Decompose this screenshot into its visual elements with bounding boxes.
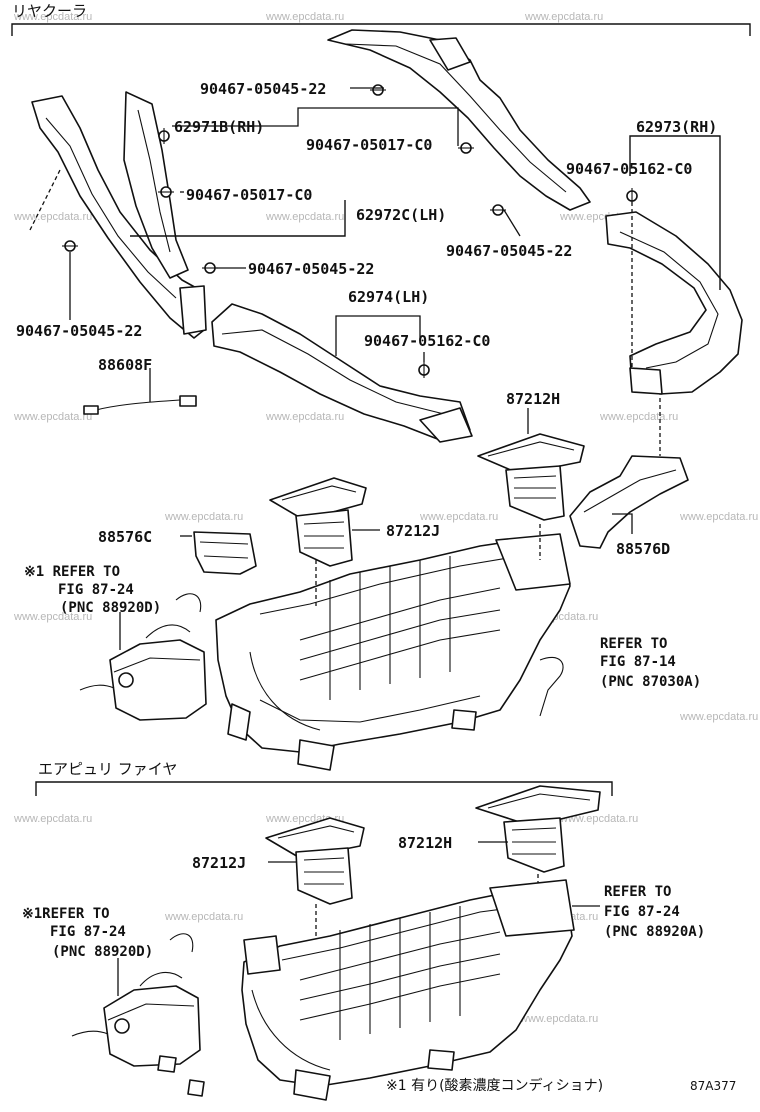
part-labels-top: 90467-05045-22 62971B(RH) 90467-05017-C0… [16,80,717,690]
part-label: 87212H [506,390,560,408]
watermark: www.epcdata.ru [265,11,344,23]
reference-note: (PNC 88920D) [60,600,161,616]
screw-icon [490,204,506,216]
screw-icon [62,240,78,252]
duct-62974 [211,303,473,443]
watermark: www.epcdata.ru [519,1013,598,1025]
oxygen-conditioner-top [79,593,207,721]
section-title-air-purifier: エアピュリ ファイヤ [38,760,177,778]
bolt-label: 90467-05045-22 [446,242,572,260]
reference-note: FIG 87-14 [600,654,676,670]
air-purifier-unit [241,879,600,1101]
part-label: 87212J [386,522,440,540]
bolt-label: 90467-05162-C0 [364,332,490,350]
reference-note: FIG 87-24 [50,924,126,940]
part-labels-bottom: 87212H 87212J ※1REFER TO FIG 87-24 (PNC … [22,834,736,1094]
part-label: 88576C [98,528,152,546]
watermark: www.epcdata.ru [679,711,758,723]
watermark: www.epcdata.ru [164,511,243,523]
watermark: www.epcdata.ru [13,611,92,623]
reference-note: ※1REFER TO [22,906,110,922]
part-label: 88576D [616,540,670,558]
footnote: ※1 有り(酸素濃度コンディショナ) [386,1077,603,1094]
register-87212h-top [477,433,585,521]
reference-note: REFER TO [604,884,671,900]
screw-icon [158,186,174,198]
reference-note: REFER TO [600,636,667,652]
watermark: www.epcdata.ru [599,411,678,423]
bolt-label: 90467-05017-C0 [186,186,312,204]
screw-icon [370,84,386,96]
watermark: www.epcdata.ru [419,511,498,523]
duct-62971b [31,91,207,339]
watermark: www.epcdata.ru [13,211,92,223]
bolt-label: 90467-05017-C0 [306,136,432,154]
reference-note: FIG 87-24 [604,904,680,920]
watermark: www.epcdata.ru [265,211,344,223]
leader-62974 [335,315,421,356]
part-label: 88608F [98,356,152,374]
watermark: www.epcdata.ru [265,411,344,423]
part-label: 87212H [398,834,452,852]
section-bracket-air-purifier [35,781,613,796]
duct-88576c [180,531,257,575]
screw-icon [202,262,218,274]
reference-note: (PNC 88920A) [604,924,705,940]
rear-cooler-unit [215,533,571,771]
watermark: www.epcdata.ru [13,11,92,23]
section-title-rear-cooler: リヤクーラ [12,2,87,20]
duct-62973-upper [327,29,591,211]
watermark: www.epcdata.ru [559,813,638,825]
part-label: 62973(RH) [636,118,717,136]
duct-88576d [569,455,689,549]
section-bracket-rear-cooler [11,23,751,36]
part-label: 62971B(RH) [174,118,264,136]
bracket-62972c [130,200,346,237]
part-label: 62972C(LH) [356,206,446,224]
bracket-62973 [629,135,721,290]
screw-icon [626,188,638,204]
sensor-88608f [83,368,197,415]
register-87212j-top [269,477,367,567]
bolt-label: 90467-05045-22 [16,322,142,340]
part-label: 87212J [192,854,246,872]
duct-62973-right [605,211,743,395]
bolt-label: 90467-05045-22 [200,80,326,98]
screw-icon [418,362,430,378]
bolt-label: 90467-05045-22 [248,260,374,278]
register-87212j-bottom [265,817,365,905]
bolt-label: 90467-05162-C0 [566,160,692,178]
reference-note: (PNC 87030A) [600,674,701,690]
screw-icon [458,142,474,154]
watermark: www.epcdata.ru [13,411,92,423]
register-87212h-bottom [475,785,601,873]
part-label: 62974(LH) [348,288,429,306]
watermark: www.epcdata.ru [164,911,243,923]
figure-id: 87A377 [690,1079,736,1093]
reference-note: (PNC 88920D) [52,944,153,960]
screw-icon [158,128,170,144]
reference-note: FIG 87-24 [58,582,134,598]
reference-note: ※1 REFER TO [24,564,120,580]
watermark: www.epcdata.ru [679,511,758,523]
oxygen-conditioner-bottom [71,933,205,1097]
watermark: www.epcdata.ru [524,11,603,23]
watermark: www.epcdata.ru [13,813,92,825]
